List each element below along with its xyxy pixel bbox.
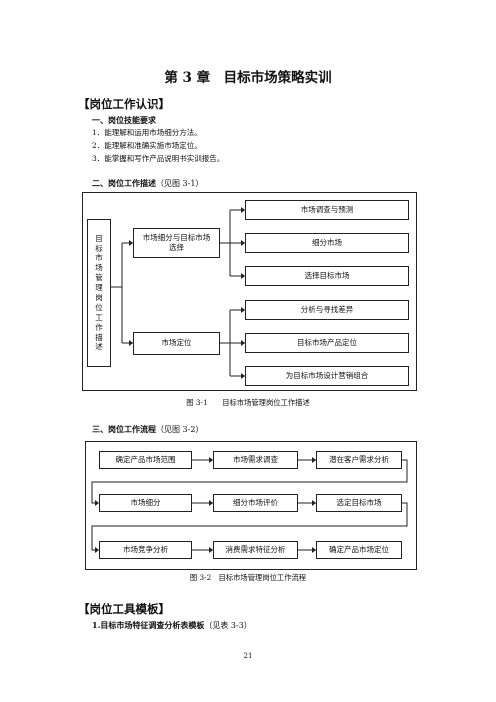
job-flow-heading: 三、岗位工作流程（见图 3-2）: [92, 424, 203, 435]
flow-step-3-2-label: 消费需求特征分析: [225, 544, 286, 554]
flow-step-1-3: 潜在客户需求分析: [316, 451, 402, 469]
flow-step-1-1: 确定产品市场范围: [99, 451, 192, 469]
flow-step-3-1: 市场竞争分析: [99, 541, 192, 559]
right-box-2: 细分市场: [245, 233, 409, 253]
figure-3-1-caption: 图 3-1 目标市场管理岗位工作描述: [186, 398, 310, 407]
right-box-5: 目标市场产品定位: [245, 333, 409, 353]
chapter-title: 第 3 章 目标市场策略实训: [164, 70, 332, 86]
root-box-label: 目标市场管理岗位工作描述: [95, 233, 103, 352]
figure-3-2-frame: [85, 441, 417, 570]
flow-step-2-3-label: 选定目标市场: [336, 497, 382, 507]
skill-item-1: 1．能理解和运用市场细分方法。: [92, 128, 202, 137]
flow-step-2-3: 选定目标市场: [316, 494, 402, 512]
flow-step-2-1-label: 市场细分: [130, 497, 161, 507]
flow-step-2-1: 市场细分: [99, 494, 192, 512]
section-heading-tool-templates: 【岗位工具模板】: [78, 602, 170, 616]
tool-template-1-title: 1.目标市场特征调查分析表模板: [92, 620, 205, 630]
flow-step-1-2: 市场需求调查: [213, 451, 298, 469]
job-flow-note: （见图 3-2）: [156, 425, 204, 434]
mid-box-positioning: 市场定位: [133, 332, 220, 355]
skill-requirements-heading: 一、岗位技能要求: [92, 115, 156, 125]
flow-step-1-1-label: 确定产品市场范围: [115, 454, 176, 464]
mid-box-segmentation-label: 市场细分与目标市场选择: [142, 232, 211, 252]
right-box-4: 分析与寻找差异: [245, 300, 409, 320]
tool-template-1-note: （见表 3-3）: [204, 621, 252, 630]
job-flow-title: 三、岗位工作流程: [92, 424, 156, 434]
flow-step-2-2: 细分市场评价: [213, 494, 298, 512]
flow-step-3-2: 消费需求特征分析: [213, 541, 298, 559]
mid-box-segmentation: 市场细分与目标市场选择: [133, 228, 220, 258]
page-number: 21: [243, 652, 253, 660]
job-description-note: （见图 3-1）: [156, 179, 204, 188]
job-description-heading: 二、岗位工作描述（见图 3-1）: [92, 178, 203, 189]
right-box-1-label: 市场调查与预测: [300, 204, 354, 214]
section-heading-job-understanding: 【岗位工作认识】: [78, 97, 170, 111]
figure-3-2-caption: 图 3-2 目标市场管理岗位工作流程: [189, 573, 307, 582]
right-box-4-label: 分析与寻找差异: [300, 304, 354, 314]
tool-template-1-heading: 1.目标市场特征调查分析表模板（见表 3-3）: [92, 620, 252, 631]
root-box-job-description: 目标市场管理岗位工作描述: [87, 219, 111, 367]
flow-step-3-1-label: 市场竞争分析: [123, 544, 168, 554]
mid-box-positioning-label: 市场定位: [161, 338, 192, 348]
flow-step-1-3-label: 潜在客户需求分析: [329, 454, 389, 464]
flow-step-3-3: 确定产品市场定位: [316, 541, 402, 559]
flow-step-2-2-label: 细分市场评价: [233, 497, 278, 507]
right-box-6-label: 为目标市场设计营销组合: [285, 370, 369, 380]
skill-item-2: 2．能理解和准确实施市场定位。: [92, 141, 202, 150]
right-box-2-label: 细分市场: [312, 237, 342, 247]
right-box-1: 市场调查与预测: [245, 200, 409, 220]
right-box-3: 选择目标市场: [245, 266, 409, 286]
figure-3-1-frame: [82, 192, 417, 391]
right-box-3-label: 选择目标市场: [304, 270, 350, 280]
skill-item-3: 3．能掌握和写作产品说明书实训报告。: [92, 154, 225, 163]
right-box-5-label: 目标市场产品定位: [297, 337, 357, 347]
job-description-title: 二、岗位工作描述: [92, 178, 156, 188]
right-box-6: 为目标市场设计营销组合: [245, 366, 409, 386]
flow-step-3-3-label: 确定产品市场定位: [329, 544, 389, 554]
flow-step-1-2-label: 市场需求调查: [233, 454, 278, 464]
